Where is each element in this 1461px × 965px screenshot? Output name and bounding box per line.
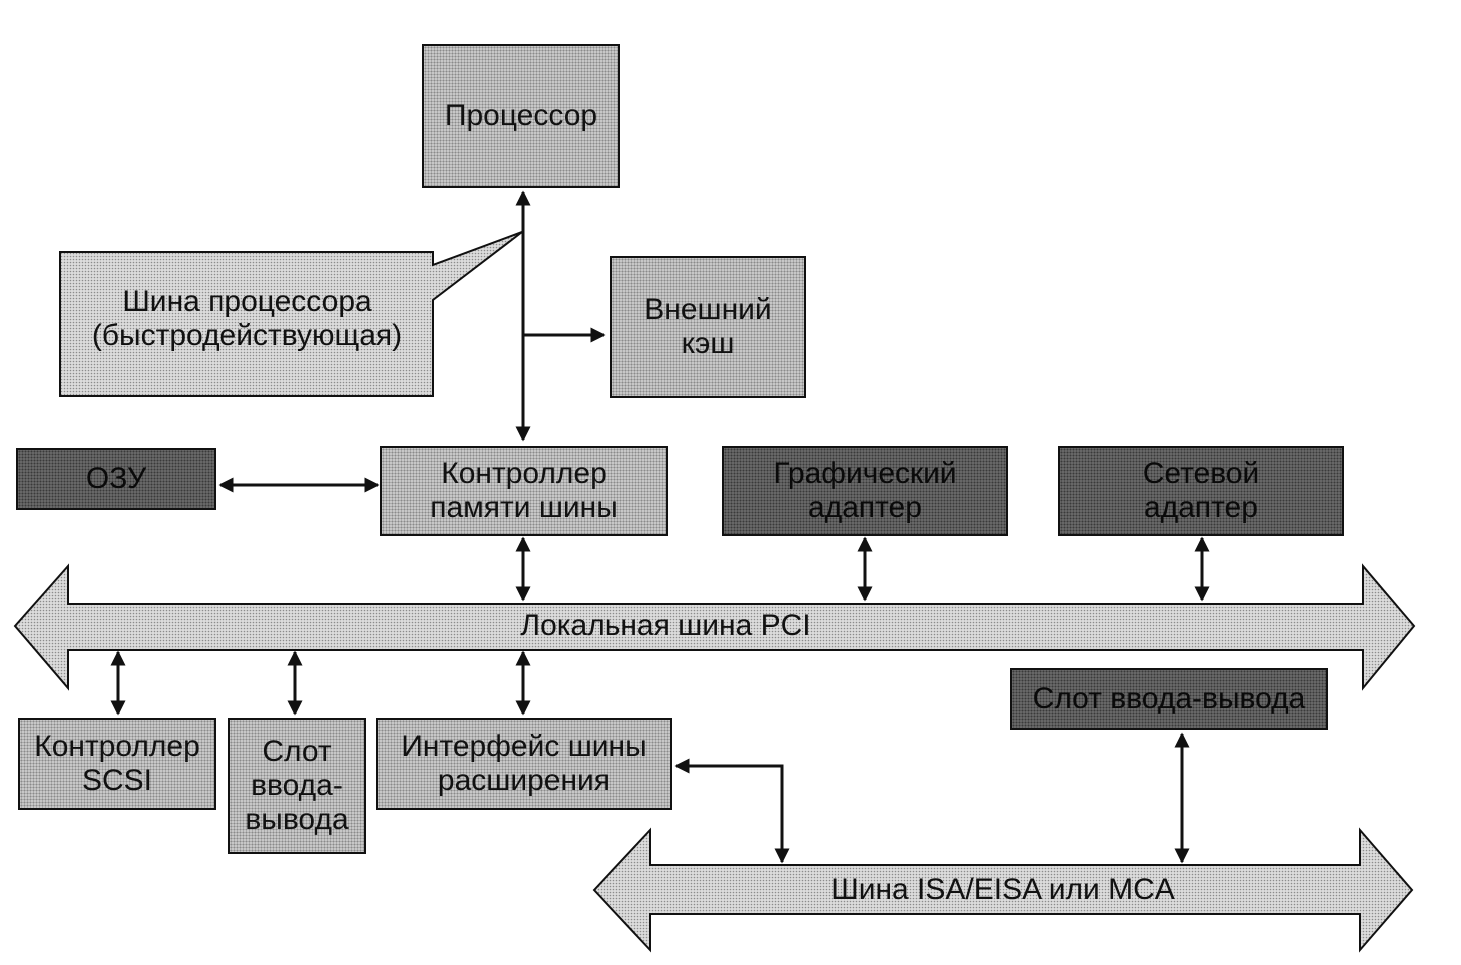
io-slot-pci-label: Слот ввода- вывода (245, 735, 349, 836)
scsi-controller-box: Контроллер SCSI (18, 718, 216, 810)
expansion-to-isa-line (674, 758, 790, 864)
external-cache-box: Внешний кэш (610, 256, 806, 398)
ram-box: ОЗУ (16, 448, 216, 510)
expansion-bus-interface-box: Интерфейс шины расширения (376, 718, 672, 810)
graphics-adapter-box: Графический адаптер (722, 446, 1008, 536)
scsi-controller-label: Контроллер SCSI (34, 730, 200, 797)
memory-controller-label: Контроллер памяти шины (430, 457, 618, 524)
expansion-bus-interface-label: Интерфейс шины расширения (401, 730, 647, 797)
graphics-adapter-label: Графический адаптер (773, 457, 957, 524)
network-adapter-label: Сетевой адаптер (1142, 457, 1260, 524)
processor-bus-label-wrap: Шина процессора (быстродействующая) (62, 285, 432, 353)
processor-bus-label: Шина процессора (быстродействующая) (91, 285, 403, 352)
memory-controller-box: Контроллер памяти шины (380, 446, 668, 536)
network-adapter-box: Сетевой адаптер (1058, 446, 1344, 536)
io-slot-pci-box: Слот ввода- вывода (228, 718, 366, 854)
pci-bus-arrow (13, 563, 1416, 691)
processor-box: Процессор (422, 44, 620, 188)
isa-bus-arrow (592, 827, 1414, 953)
isa-bus-label: Шина ISA/EISA или MCA (831, 873, 1175, 906)
processor-bus-callout (59, 231, 523, 397)
processor-label: Процессор (444, 99, 598, 132)
io-slot-isa-box: Слот ввода-вывода (1010, 668, 1328, 730)
io-slot-isa-label: Слот ввода-вывода (1032, 682, 1306, 715)
ram-label: ОЗУ (85, 462, 147, 495)
external-cache-label: Внешний кэш (644, 293, 772, 360)
pci-bus-label: Локальная шина PCI (520, 609, 811, 642)
